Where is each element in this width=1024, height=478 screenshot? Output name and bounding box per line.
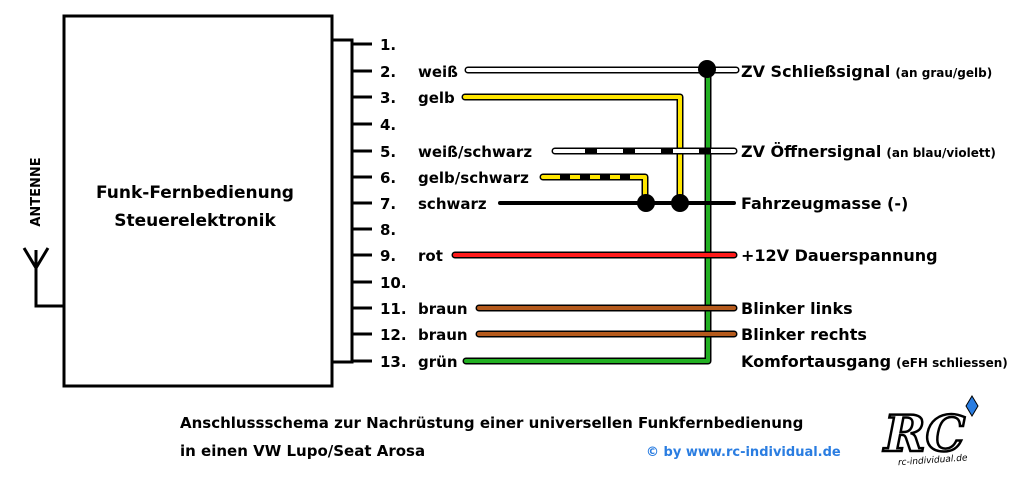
wire-label-pin3: gelb: [418, 89, 455, 107]
wire-label-pin6: gelb/schwarz: [418, 169, 529, 187]
signal-ground-label: Fahrzeugmasse (-): [741, 194, 908, 213]
junction-dot-white-green: [698, 60, 716, 78]
caption-line-1: Anschlussschema zur Nachrüstung einer un…: [180, 414, 803, 432]
pin-number-9: 9.: [380, 247, 396, 265]
antenna-label: ANTENNE: [29, 157, 44, 226]
pin-number-8: 8.: [380, 221, 396, 239]
pin-number-6: 6.: [380, 169, 396, 187]
wire-label-pin5: weiß/schwarz: [418, 143, 532, 161]
wire-green: [462, 66, 712, 365]
logo-letters: RC: [882, 404, 966, 463]
copyright-link[interactable]: © by www.rc-individual.de: [646, 445, 841, 460]
pin-number-11: 11.: [380, 300, 407, 318]
control-unit-box: [62, 14, 334, 388]
logo-diamond-icon: [965, 395, 979, 417]
connector-bracket: [332, 38, 354, 364]
rc-logo: RC rc-individual.de: [881, 395, 979, 468]
signal-lock-label: ZV Schließsignal(an grau/gelb): [741, 62, 992, 81]
pin-number-3: 3.: [380, 89, 396, 107]
signal-blinker-left-label: Blinker links: [741, 299, 853, 318]
wire-yellow: [461, 93, 684, 207]
wire-label-pin9: rot: [418, 247, 443, 265]
antenna-icon: [22, 247, 64, 308]
control-unit-title-1: Funk-Fernbedienung: [96, 183, 294, 203]
pin-stubs: [352, 42, 372, 363]
wire-label-pin11: braun: [418, 300, 468, 318]
pin-number-10: 10.: [380, 274, 407, 292]
signal-comfort-label: Komfortausgang(eFH schliessen): [741, 352, 1008, 371]
control-unit-title-2: Steuerelektronik: [114, 211, 276, 231]
pin-number-5: 5.: [380, 143, 396, 161]
pin-number-12: 12.: [380, 326, 407, 344]
wire-label-pin7: schwarz: [418, 195, 487, 213]
pin-number-13: 13.: [380, 353, 407, 371]
pin-number-7: 7.: [380, 195, 396, 213]
signal-unlock-label: ZV Öffnersignal(an blau/violett): [741, 142, 996, 161]
logo-url-text: rc-individual.de: [898, 453, 969, 468]
pin-number-4: 4.: [380, 116, 396, 134]
wire-label-pin13: grün: [418, 353, 458, 371]
signal-12v-label: +12V Dauerspannung: [741, 246, 938, 265]
pin-number-2: 2.: [380, 63, 396, 81]
wire-label-pin2: weiß: [418, 63, 458, 81]
junction-dot-yellow-black: [671, 194, 689, 212]
wire-yellow-black: [539, 173, 649, 207]
wire-label-pin12: braun: [418, 326, 468, 344]
signal-blinker-right-label: Blinker rechts: [741, 325, 867, 344]
caption-line-2: in einen VW Lupo/Seat Arosa: [180, 442, 425, 460]
pin-number-1: 1.: [380, 36, 396, 54]
junction-dot-yellowblack-black: [637, 194, 655, 212]
